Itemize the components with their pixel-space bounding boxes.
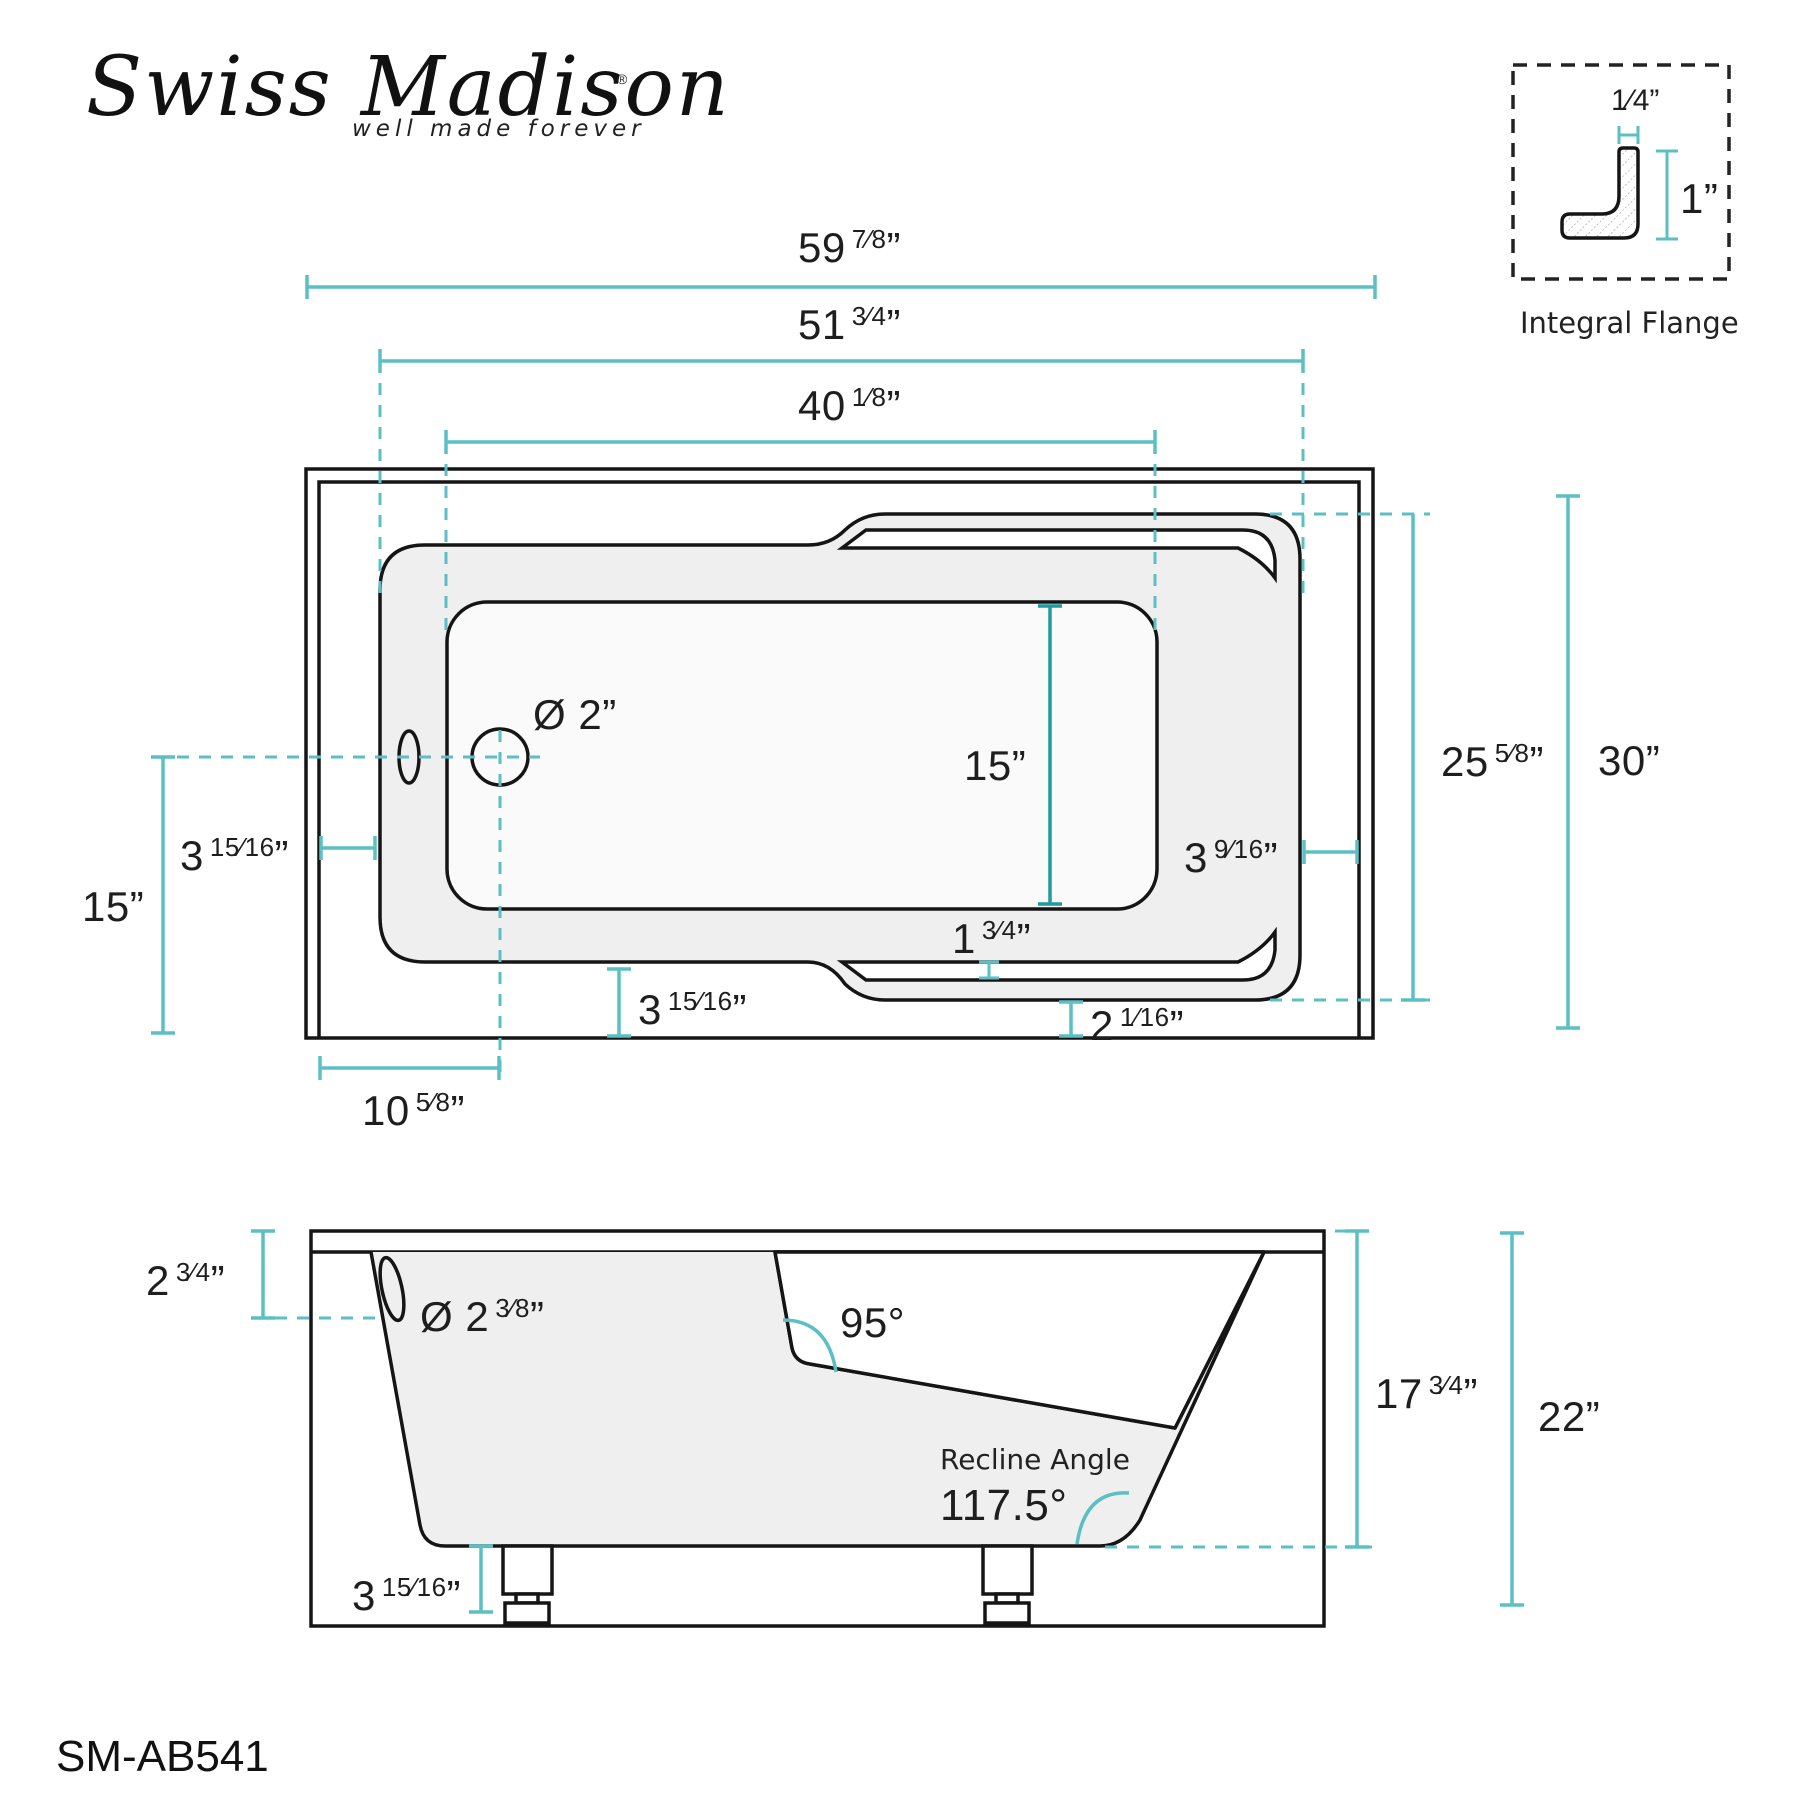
brand-tagline: well made forever [352, 116, 646, 142]
model-number: SM-AB541 [56, 1732, 269, 1781]
overall-width-label: 30” [1598, 737, 1661, 784]
plan-width-dimensions [1401, 494, 1580, 1030]
drain-left-dimension [318, 1056, 501, 1080]
brand-logo: Swiss Madison [86, 40, 731, 135]
armrest-slot-top [836, 528, 1277, 584]
plan-length-dimensions [305, 275, 1377, 454]
flange-profile [1560, 146, 1640, 240]
plan-reference-lines [155, 361, 1430, 1082]
drain-diameter-label: Ø 2” [533, 691, 617, 738]
plan-view [151, 275, 1580, 1082]
flange-detail [1511, 63, 1731, 281]
overflow-height-dimension [251, 1229, 275, 1320]
flange-caption: Integral Flange [1520, 306, 1739, 340]
overall-height-label: 22” [1538, 1393, 1601, 1440]
front-deck-right-dimension [1059, 1000, 1083, 1038]
registered-mark: ® [617, 71, 628, 87]
side-overflow [378, 1255, 406, 1323]
side-backrest-void [773, 1250, 1266, 1430]
armrest-gap-dimension [979, 960, 999, 980]
flange-detail-frame [1511, 63, 1731, 281]
overall-height-dimension [1500, 1231, 1524, 1607]
side-foot-right [981, 1544, 1034, 1625]
interior-depth-dimension [1345, 1229, 1369, 1549]
drain-front-dimension [151, 755, 175, 1035]
flange-height-label: 1” [1680, 175, 1719, 222]
side-foot-left [501, 1544, 554, 1625]
backrest-angle-arc [782, 1318, 838, 1373]
flange-thickness-dimension [1617, 126, 1640, 144]
drain-from-front-label: 15” [82, 883, 145, 930]
recline-angle-arc [1075, 1491, 1130, 1545]
side-view [251, 1229, 1524, 1628]
front-deck-dimension [607, 967, 631, 1038]
basin-width-label: 15” [964, 742, 1027, 789]
flange-thickness-label: 1⁄4” [1611, 84, 1660, 117]
plan-inner-outline [317, 480, 1361, 1038]
armrest-slot-bottom [836, 926, 1277, 982]
recline-caption: Recline Angle [940, 1443, 1130, 1476]
recline-angle-label: 117.5° [940, 1481, 1068, 1530]
flange-height-dimension [1656, 149, 1678, 241]
backrest-angle-label: 95° [840, 1299, 906, 1346]
left-deck-dimension [319, 836, 377, 860]
foot-height-dimension [469, 1544, 493, 1614]
right-deck-dimension [1302, 840, 1359, 864]
basin-width-dimension [1038, 604, 1062, 906]
